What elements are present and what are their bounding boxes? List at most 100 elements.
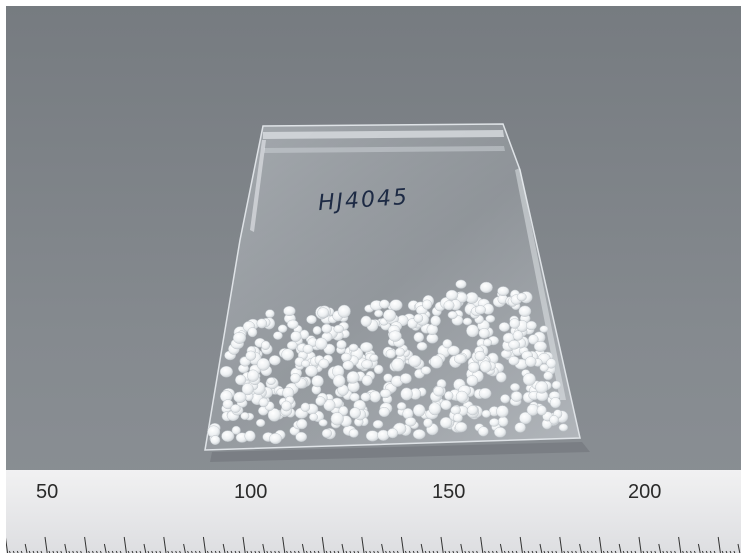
pellet	[233, 391, 247, 403]
pellet	[312, 325, 322, 335]
pellet	[546, 358, 557, 369]
pellet	[450, 405, 461, 415]
pellet	[277, 324, 288, 333]
ruler-label-100: 100	[234, 481, 268, 503]
pellet	[340, 352, 352, 362]
pellet	[330, 412, 344, 426]
pellet	[255, 418, 266, 427]
pellet	[481, 409, 491, 418]
pellet	[245, 350, 257, 361]
pellet	[235, 374, 247, 386]
bag-shadow	[210, 442, 590, 462]
pellet	[332, 374, 346, 388]
pellet	[295, 431, 308, 442]
pellet	[467, 361, 480, 373]
pellet	[478, 328, 490, 339]
pellet	[348, 428, 359, 438]
pellet	[479, 360, 492, 373]
pellet	[549, 415, 559, 425]
pellet	[346, 371, 360, 384]
pellet	[268, 355, 281, 366]
pellet	[321, 323, 332, 334]
pellet	[465, 292, 479, 304]
pellet	[221, 430, 235, 442]
pellet-pile	[207, 279, 569, 445]
zip-seal-lower	[264, 146, 505, 153]
pellet	[420, 366, 432, 375]
pellet	[369, 354, 379, 362]
pellet	[500, 394, 511, 404]
pellet	[219, 365, 233, 378]
pellet	[379, 299, 390, 309]
pellet	[258, 397, 269, 408]
pellet	[391, 357, 405, 372]
pellet	[318, 358, 330, 369]
pellet	[508, 339, 521, 350]
ruler-label-50: 50	[36, 481, 59, 503]
pellet	[267, 408, 281, 422]
pellet	[311, 375, 324, 388]
pellet	[551, 380, 562, 390]
pellet	[273, 331, 283, 340]
pellet	[281, 400, 292, 412]
pellet	[496, 405, 509, 418]
pellet	[422, 299, 433, 310]
pellet	[430, 315, 441, 327]
pellet	[466, 324, 479, 338]
pellet	[423, 418, 433, 428]
pellet	[467, 405, 479, 416]
pellet	[383, 309, 397, 322]
pellet	[373, 364, 384, 375]
pellet	[315, 396, 326, 406]
pellet	[361, 374, 373, 386]
pellet	[433, 385, 445, 397]
pellet	[455, 390, 468, 403]
pellet	[337, 304, 351, 318]
pellet	[439, 416, 453, 429]
pellet	[306, 314, 317, 325]
pellet	[283, 305, 296, 317]
pellet	[231, 425, 241, 435]
pellet	[336, 339, 347, 350]
pellet	[348, 343, 359, 352]
pellet	[443, 300, 455, 311]
pellet	[247, 327, 258, 338]
pellet	[302, 344, 314, 354]
pellet	[269, 433, 282, 445]
pellet	[338, 405, 349, 416]
pellet	[543, 371, 553, 381]
pellet	[387, 428, 399, 439]
pellet	[314, 337, 328, 350]
film-highlight-left	[250, 140, 266, 232]
pellet	[536, 405, 547, 416]
pellet	[539, 363, 549, 372]
pellet	[301, 359, 311, 368]
pellet	[323, 399, 336, 412]
pellet	[412, 429, 426, 440]
pellet	[286, 341, 298, 350]
pellet	[510, 391, 523, 402]
pellet	[477, 426, 489, 437]
pellet	[318, 419, 328, 427]
pellet	[445, 289, 459, 301]
pellet	[447, 310, 458, 320]
pellet	[508, 355, 520, 366]
pellet	[241, 382, 254, 396]
pellet	[222, 399, 234, 410]
pellet	[489, 418, 500, 427]
pellet	[333, 324, 344, 334]
pellet	[210, 435, 221, 445]
pellet	[482, 338, 493, 347]
pellet	[349, 407, 361, 419]
pellet	[514, 422, 526, 433]
pellet	[493, 426, 507, 438]
pellet	[408, 355, 422, 368]
pellet	[266, 377, 276, 385]
pellet	[479, 281, 493, 294]
ruler-label-150: 150	[432, 481, 466, 503]
pellet	[404, 416, 417, 427]
pellet	[369, 390, 381, 403]
pellet	[558, 423, 569, 432]
pellet	[396, 402, 407, 411]
